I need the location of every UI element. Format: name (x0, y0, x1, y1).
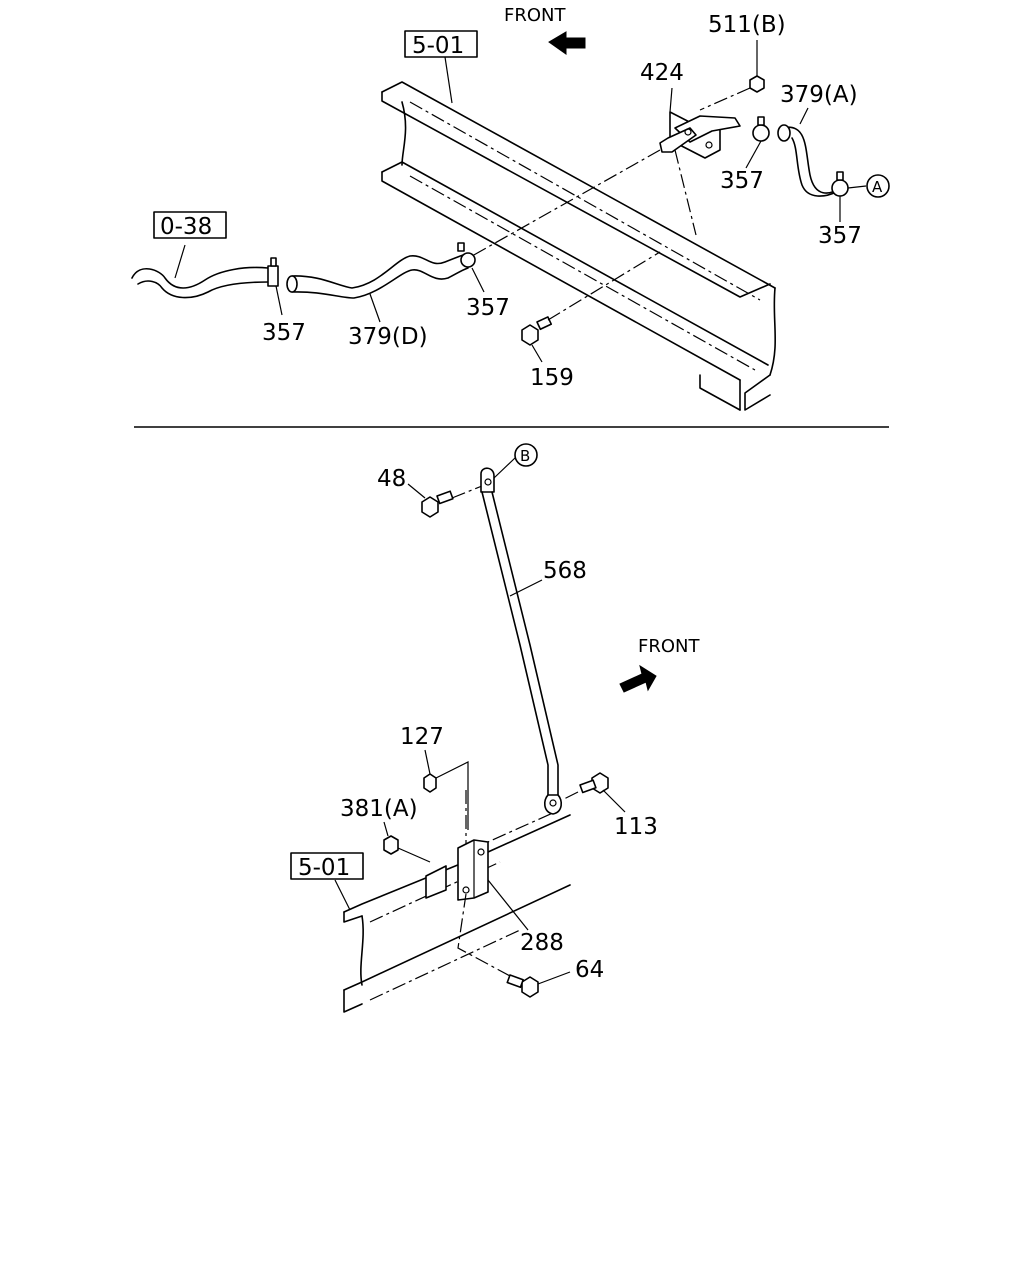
label-357-upper: 357 (720, 168, 764, 194)
label-288: 288 (520, 930, 564, 956)
marker-a-circle (866, 174, 890, 198)
marker-b: B (520, 447, 530, 465)
ref-box-5-01-top (404, 30, 478, 58)
ref-0-38: 0-38 (160, 214, 212, 240)
label-357-right: 357 (818, 223, 862, 249)
ref-5-01-bottom: 5-01 (298, 855, 350, 881)
clamp-357-upper (752, 124, 770, 142)
pipe-0-38 (131, 266, 269, 289)
top-front-label: FRONT (504, 5, 566, 26)
label-357-left: 357 (262, 320, 306, 346)
bolt-48 (421, 490, 454, 518)
bottom-front-arrow-icon (619, 664, 657, 693)
label-381a: 381(A) (340, 796, 418, 822)
hose-379d (291, 253, 467, 289)
ref-box-0-38 (153, 211, 227, 239)
frame-rail-top (381, 81, 777, 411)
marker-a: A (872, 178, 883, 196)
label-568: 568 (543, 558, 587, 584)
clamp-357-right (831, 179, 849, 197)
label-379a: 379(A) (780, 82, 858, 108)
bolt-113 (579, 772, 609, 794)
bracket-288 (457, 839, 489, 901)
label-64: 64 (575, 957, 604, 983)
label-127: 127 (400, 724, 444, 750)
label-159: 159 (530, 365, 574, 391)
nut-127 (423, 773, 437, 793)
top-assembly: FRONT 5-01 424 (131, 5, 890, 411)
label-113: 113 (614, 814, 658, 840)
clamp-357-left (267, 265, 279, 287)
bottom-assembly: B 48 568 FRONT 127 (290, 443, 700, 1013)
rod-568 (480, 467, 563, 815)
clamp-357-mid (460, 252, 476, 268)
label-379d: 379(D) (348, 324, 428, 350)
nut-511b (749, 75, 765, 93)
top-front-arrow-icon (548, 31, 586, 55)
ref-5-01-top: 5-01 (412, 33, 464, 59)
bolt-64 (506, 974, 539, 998)
hose-379a (781, 126, 841, 194)
marker-b-circle (514, 443, 538, 467)
label-357-mid: 357 (466, 295, 510, 321)
bracket-424 (659, 111, 741, 159)
ref-box-5-01-bottom (290, 852, 364, 880)
label-48: 48 (377, 466, 406, 492)
label-511b: 511(B) (708, 12, 786, 38)
bottom-front-label: FRONT (638, 636, 700, 657)
nut-381a (383, 835, 399, 855)
bolt-159 (521, 316, 553, 346)
label-424: 424 (640, 60, 684, 86)
